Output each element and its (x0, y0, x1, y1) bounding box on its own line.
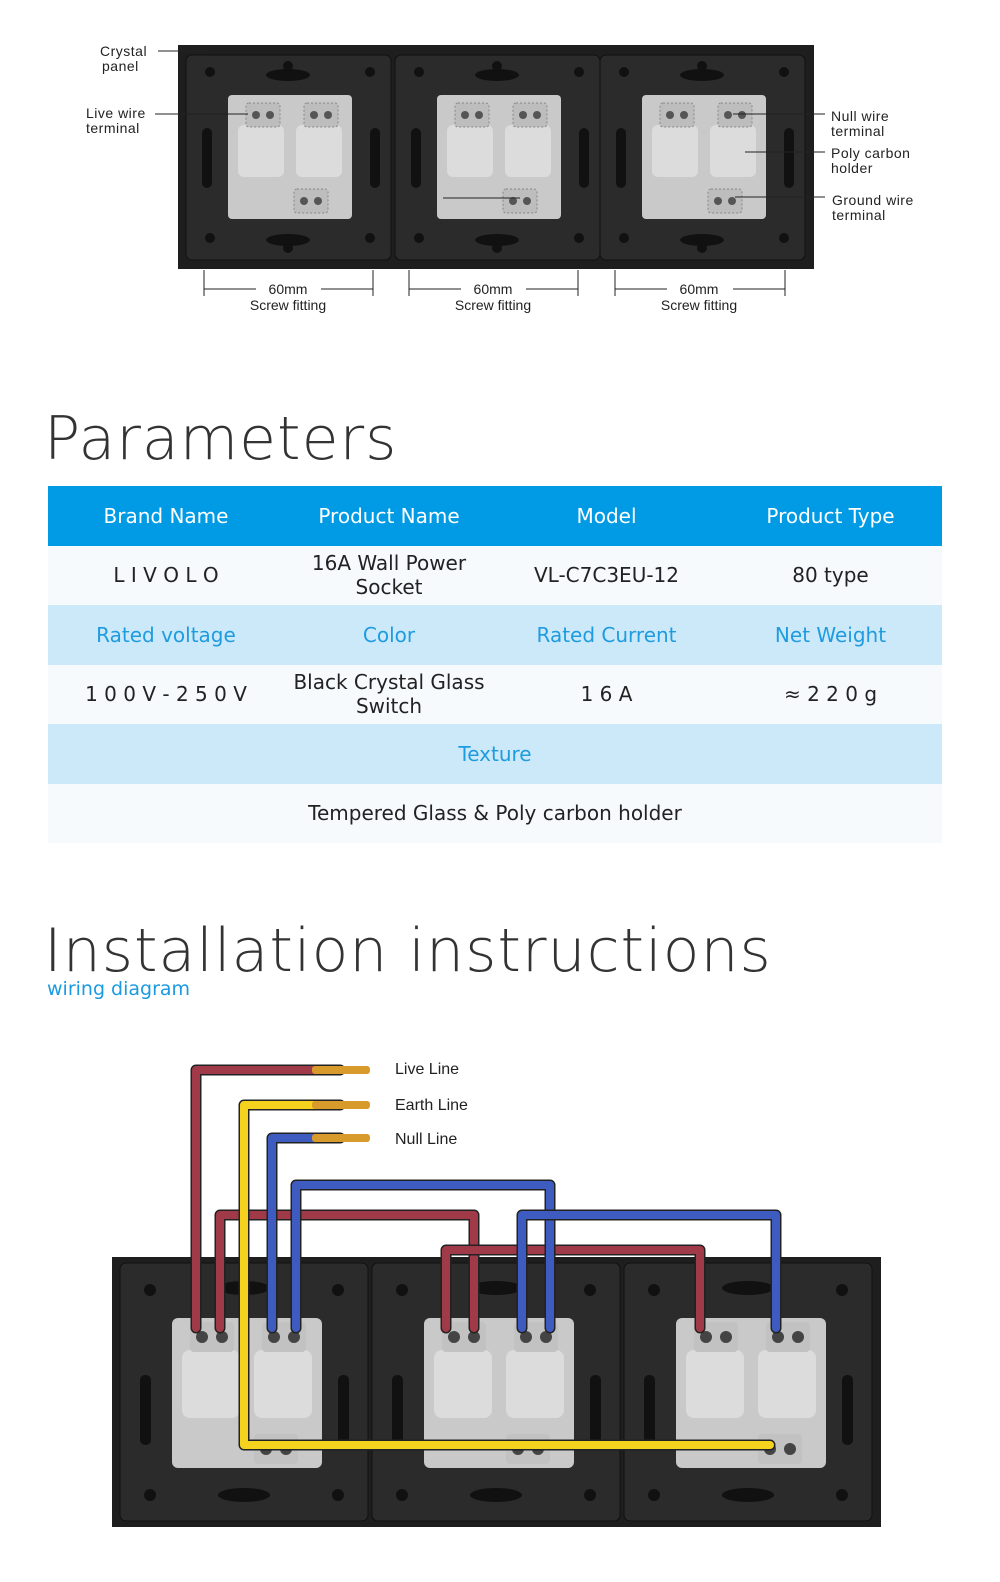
label-color: Color (284, 605, 494, 665)
header-product-name: Product Name (284, 486, 494, 546)
wiring-diagram (112, 1064, 881, 1527)
wire-line (518, 1211, 780, 1332)
header-product-type: Product Type (719, 486, 942, 546)
socket-panel-diagram (155, 45, 825, 296)
terminal-icon (454, 102, 490, 128)
rated-voltage-value: 1 0 0 V - 2 5 0 V (48, 664, 284, 724)
table-label-row: Texture (48, 724, 942, 784)
parameters-table: Brand Name Product Name Model Product Ty… (48, 486, 942, 843)
brand-name-value: L I V O L O (48, 545, 284, 605)
rated-current-value: 1 6 A (494, 664, 719, 724)
null-line-label: Null Line (395, 1131, 458, 1148)
texture-value: Tempered Glass & Poly carbon holder (48, 783, 942, 843)
label-rated-voltage: Rated voltage (48, 605, 284, 665)
product-name-value: 16A Wall Power Socket (284, 545, 494, 605)
header-brand-name: Brand Name (48, 486, 284, 546)
parameters-title: Parameters (44, 404, 398, 474)
terminal-icon (293, 188, 329, 214)
wire-tip (312, 1134, 370, 1142)
color-value: Black Crystal Glass Switch (284, 664, 494, 724)
net-weight-value: ≈ 2 2 0 g (719, 664, 942, 724)
terminal-icon (766, 1322, 810, 1352)
table-row: 1 0 0 V - 2 5 0 V Black Crystal Glass Sw… (48, 664, 942, 724)
wire-line (240, 1101, 774, 1449)
terminal-icon (707, 188, 743, 214)
earth-line-label: Earth Line (395, 1097, 468, 1114)
socket-module (394, 54, 601, 261)
installation-title: Installation instructions (44, 916, 772, 986)
table-row: L I V O L O 16A Wall Power Socket VL-C7C… (48, 545, 942, 605)
wire-tip (312, 1101, 370, 1109)
terminal-icon (245, 102, 281, 128)
socket-module (599, 54, 806, 261)
terminal-icon (659, 102, 695, 128)
model-value: VL-C7C3EU-12 (494, 545, 719, 605)
table-label-row: Rated voltage Color Rated Current Net We… (48, 605, 942, 665)
socket-module (185, 54, 392, 261)
header-model: Model (494, 486, 719, 546)
wire-line (442, 1246, 704, 1332)
terminal-icon (502, 188, 538, 214)
table-row: Tempered Glass & Poly carbon holder (48, 783, 942, 843)
wire-line (292, 1181, 554, 1332)
table-header-row: Brand Name Product Name Model Product Ty… (48, 486, 942, 546)
socket-module (623, 1262, 873, 1522)
label-rated-current: Rated Current (494, 605, 719, 665)
socket-module (371, 1262, 621, 1522)
terminal-icon (717, 102, 753, 128)
wire-tip (312, 1066, 370, 1074)
wiring-diagram-subtitle: wiring diagram (47, 978, 191, 1000)
label-net-weight: Net Weight (719, 605, 942, 665)
label-texture: Texture (48, 724, 942, 784)
wire-line (192, 1066, 344, 1332)
terminal-icon (512, 102, 548, 128)
live-line-label: Live Line (395, 1061, 460, 1078)
terminal-icon (303, 102, 339, 128)
product-type-value: 80 type (719, 545, 942, 605)
wire-line (216, 1211, 478, 1332)
